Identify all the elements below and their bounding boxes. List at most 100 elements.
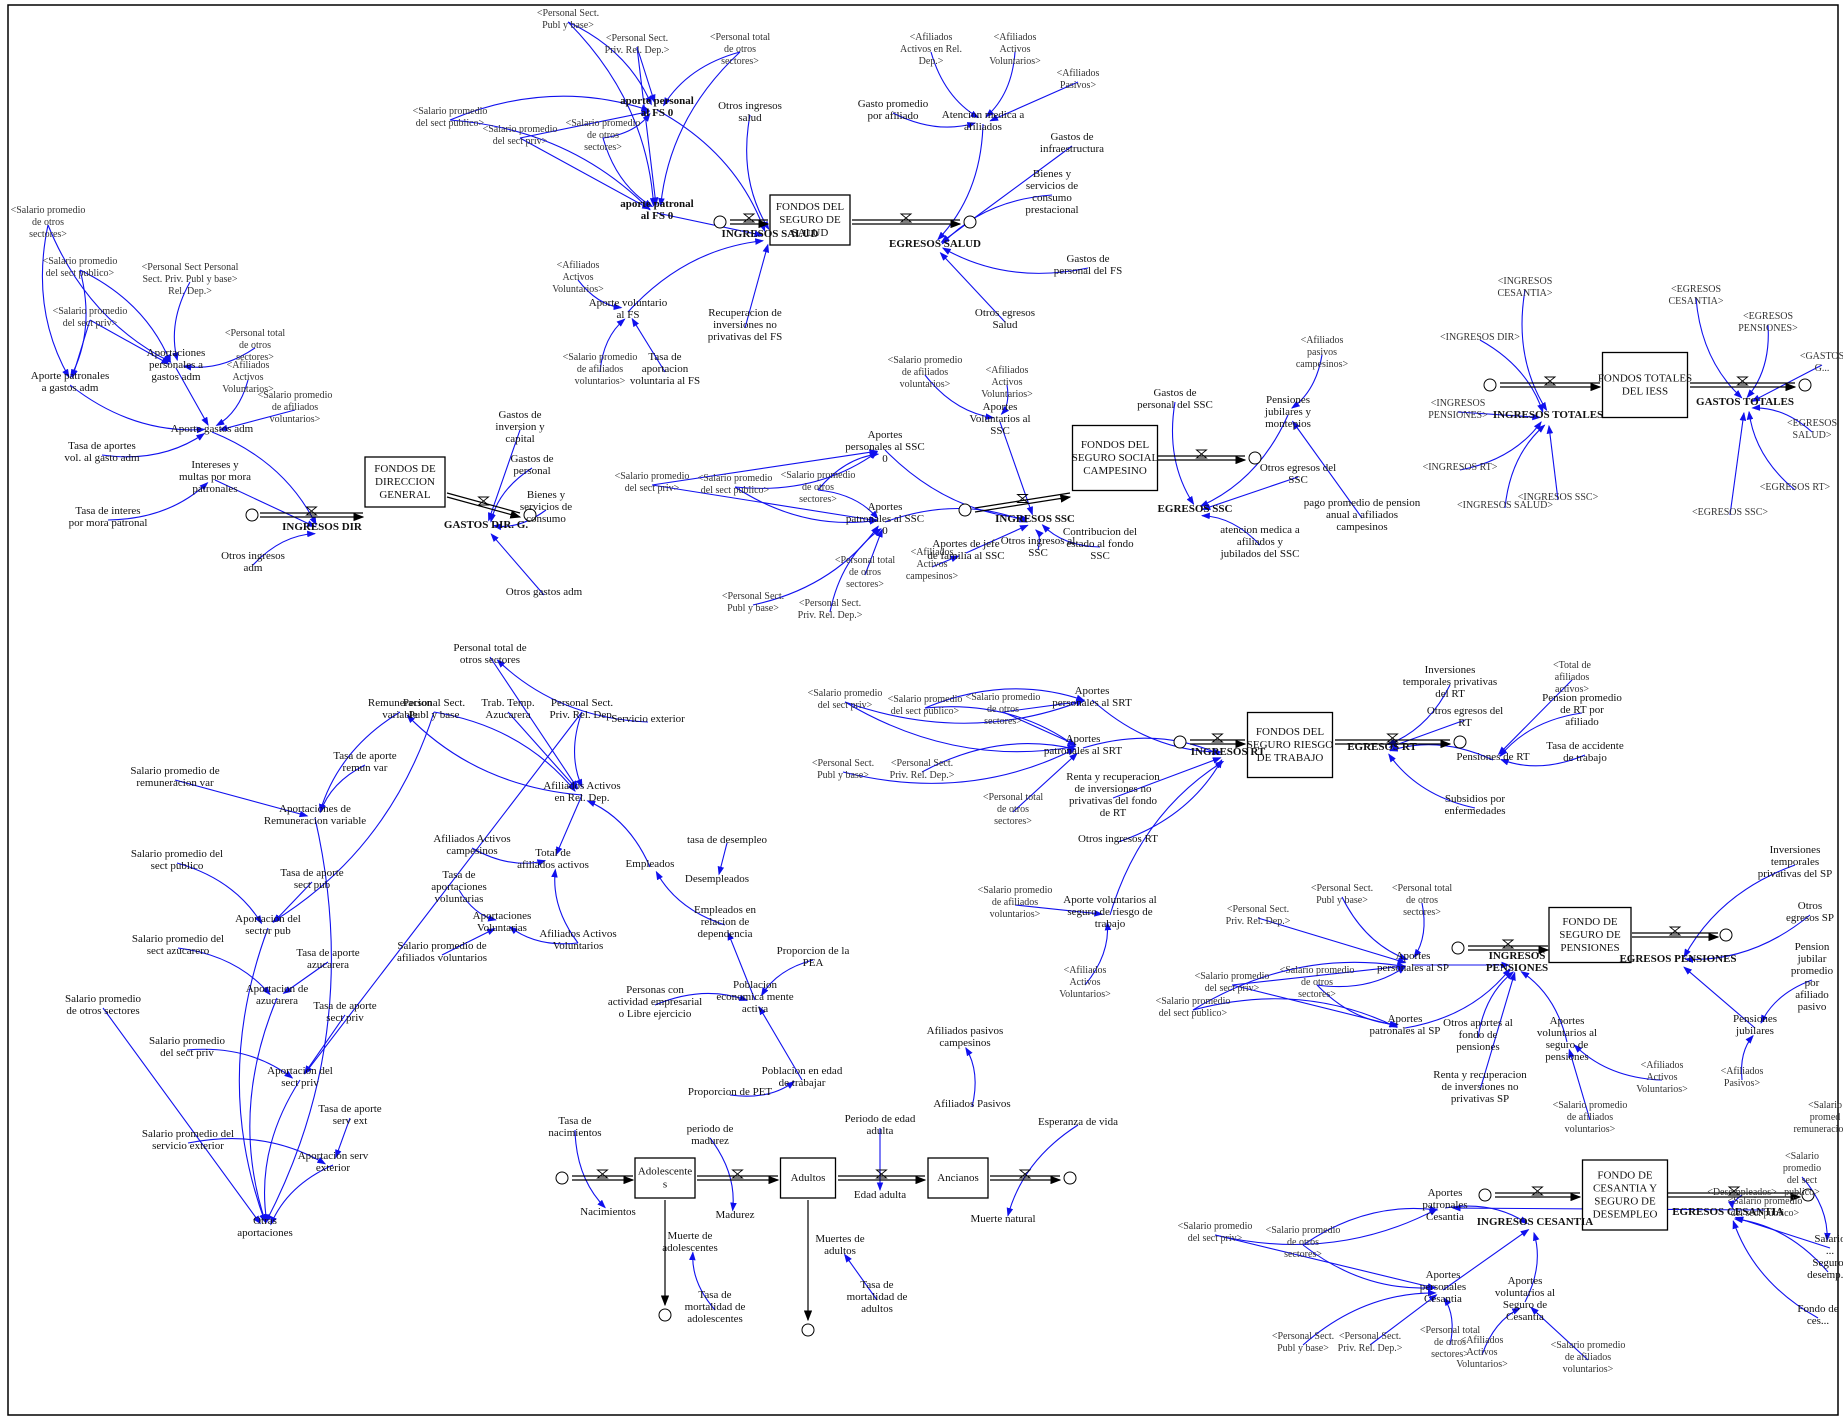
variable-egresos-ssc[interactable]: <EGRESOS SSC> <box>1692 507 1768 518</box>
variable-esperanza-de-vida[interactable]: Esperanza de vida <box>1038 1116 1118 1128</box>
variable-personal-sect-publ-y-base[interactable]: <Personal Sect.Publ y base> <box>537 8 599 31</box>
variable-personal-sect-priv-rel-dep[interactable]: <Personal Sect.Priv. Rel. Dep.> <box>1338 1331 1403 1354</box>
variable-personal-sect-publ-y-base[interactable]: <Personal Sect.Publ y base> <box>1311 883 1373 906</box>
variable-personal-sect-publ-y-base[interactable]: <Personal Sect.Publ y base> <box>1272 1331 1334 1354</box>
variable-personal-sect-priv-rel-dep[interactable]: <Personal Sect.Priv. Rel. Dep.> <box>890 758 955 781</box>
variable-egresos-pensiones[interactable]: EGRESOS PENSIONES <box>1619 953 1736 965</box>
variable-ingresos-ssc[interactable]: INGRESOS SSC <box>995 513 1075 525</box>
stock-ancianos[interactable]: Ancianos <box>927 1157 989 1199</box>
variable-afiliados-pasivos[interactable]: Afiliados Pasivos <box>933 1098 1010 1110</box>
variable-egresos-rt[interactable]: EGRESOS RT <box>1347 741 1417 753</box>
variable-gastos-dir-g[interactable]: GASTOS DIR. G. <box>444 519 528 531</box>
variable-edad-adulta[interactable]: Edad adulta <box>854 1189 906 1201</box>
variable-proporcion-de-pet[interactable]: Proporcion de PET <box>688 1086 773 1098</box>
variable-salario[interactable]: Salario... <box>1814 1233 1843 1257</box>
stock-adultos[interactable]: Adultos <box>779 1157 837 1199</box>
variable-gastos-totales[interactable]: GASTOS TOTALES <box>1696 396 1794 408</box>
variable-ingresos-rt[interactable]: INGRESOS RT <box>1191 746 1266 758</box>
variable-egresos-rt[interactable]: <EGRESOS RT> <box>1760 482 1831 493</box>
variable-personal-sect-publ-y-base[interactable]: Personal Sect.Publ y base <box>403 697 466 721</box>
variable-servicio-exterior[interactable]: Servicio exterior <box>611 713 685 725</box>
